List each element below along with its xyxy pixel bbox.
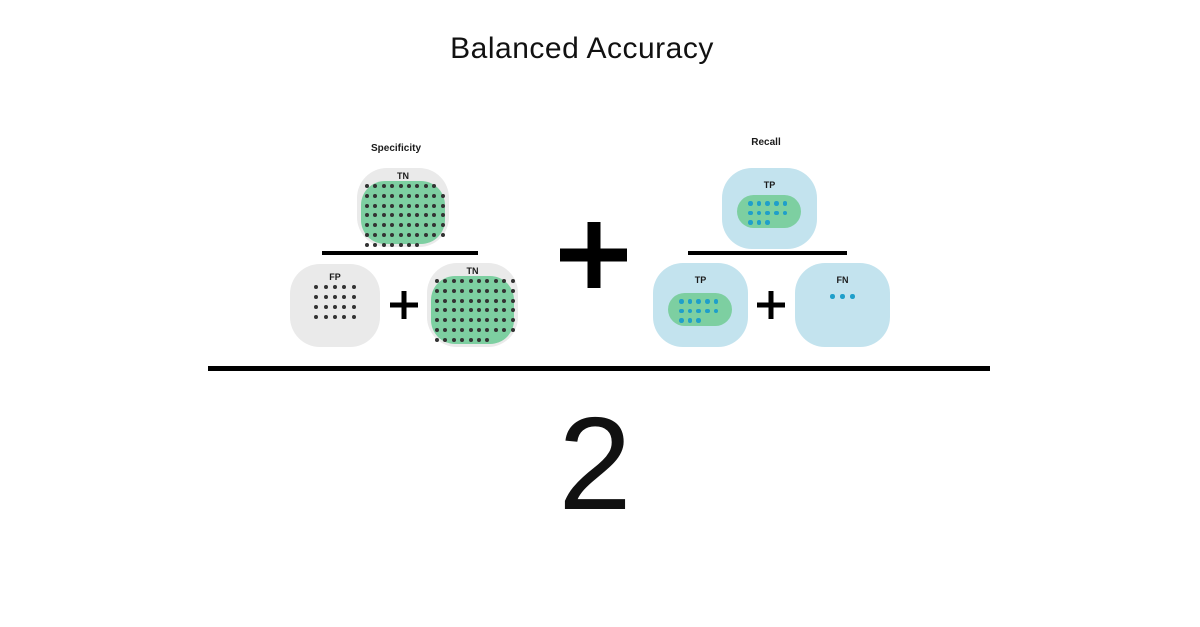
tn-label: TN [466,266,479,276]
fp-label: FP [329,272,341,282]
main-fraction-bar [208,366,990,371]
tp-dots-grid [748,201,788,225]
recall-numerator-tp-block: TP [722,168,817,249]
tn-dots-grid [365,184,445,247]
fn-dots-grid [795,294,890,299]
fp-dots-grid [290,285,380,319]
tp-green-pill [668,293,732,326]
recall-label: Recall [751,137,781,148]
specificity-label: Specificity [370,143,422,154]
plus-operator-icon [757,291,785,319]
tp-dots-grid [679,299,719,323]
fn-block: FN [795,263,890,347]
fp-block: FP [290,264,380,347]
plus-operator-icon [390,291,418,319]
specificity-numerator-tn-block: TN [357,168,449,247]
specificity-denominator-tn-block: TN [427,263,518,347]
tp-label: TP [763,180,776,190]
recall-fraction-bar [688,251,847,255]
denominator-two: 2 [558,390,632,537]
tp-green-pill [737,195,801,228]
tn-label: TN [397,171,409,181]
tp-label: TP [694,275,707,285]
plus-operator-icon [560,222,627,288]
page-title: Balanced Accuracy [450,32,714,65]
specificity-fraction-bar [322,251,478,255]
fn-label: FN [836,275,849,285]
tn-dots-grid [435,279,515,342]
recall-denominator-tp-block: TP [653,263,748,347]
